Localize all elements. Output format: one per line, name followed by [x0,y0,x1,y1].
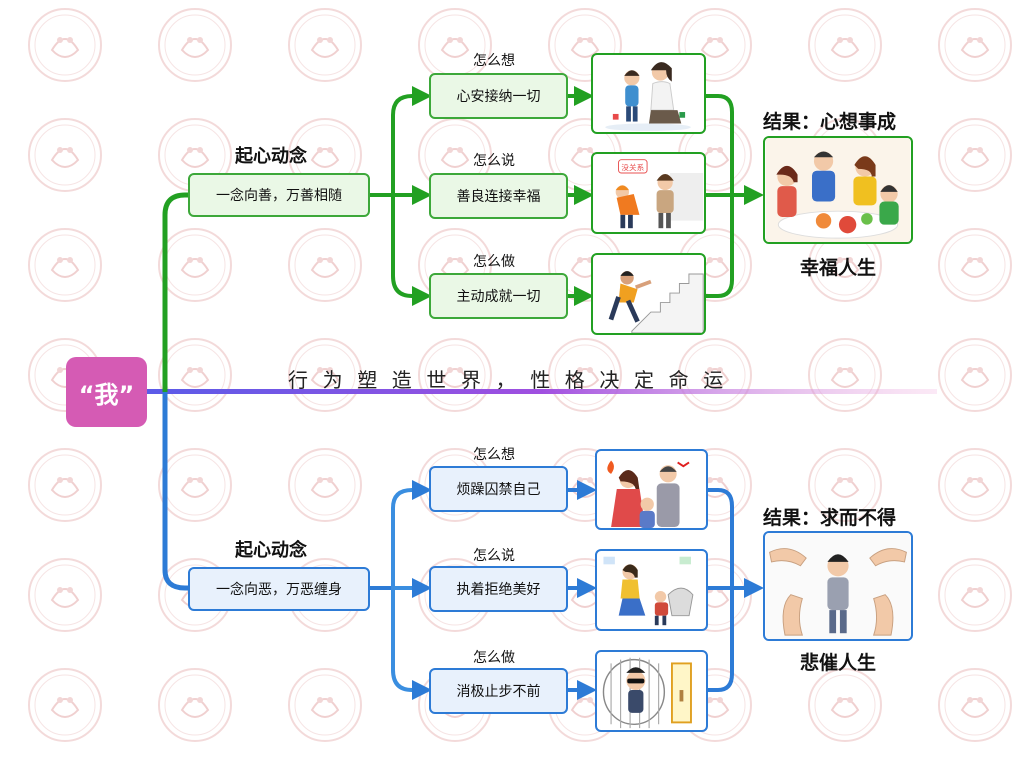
picture-mother-comforting-child [591,53,706,134]
positive-result-name: 幸福人生 [800,257,877,279]
positive-result-title: 结果：心想事成 [763,111,897,133]
picture-angry-parent-crying-child [595,449,708,530]
picture-girl-and-boy-with-bag [595,549,708,631]
positive-think-box: 心安接纳一切 [429,73,568,119]
picture-happy-family-dinner [763,136,913,244]
negative-say-box: 执着拒绝美好 [429,566,568,612]
mid-line [147,389,937,394]
positive-say-box: 善良连接幸福 [429,173,568,219]
negative-say-title: 怎么说 [473,548,515,564]
negative-root-box: 一念向恶，万恶缠身 [188,567,370,611]
negative-heading: 起心动念 [235,540,307,561]
positive-say-title: 怎么说 [473,153,515,169]
center-node-me: “我” [66,357,147,427]
picture-sad-boy-surrounded-by-hands [763,531,913,641]
negative-do-box: 消极止步不前 [429,668,568,714]
positive-do-box: 主动成就一切 [429,273,568,319]
negative-think-box: 烦躁囚禁自己 [429,466,568,512]
picture-person-in-cage [595,650,708,732]
negative-think-title: 怎么想 [473,447,515,463]
mid-caption: 行为塑造世界，性格决定命运 [288,368,738,392]
positive-think-title: 怎么想 [473,53,515,69]
negative-result-title: 结果：求而不得 [763,507,897,529]
svg-text:没关系: 没关系 [621,162,644,172]
picture-worker-bowing-apology: 没关系 [591,152,706,234]
negative-do-title: 怎么做 [473,650,515,666]
picture-climber-on-stairs [591,253,706,335]
positive-root-box: 一念向善，万善相随 [188,173,370,217]
negative-result-name: 悲催人生 [800,652,877,674]
positive-do-title: 怎么做 [473,254,515,270]
positive-heading: 起心动念 [235,146,307,167]
